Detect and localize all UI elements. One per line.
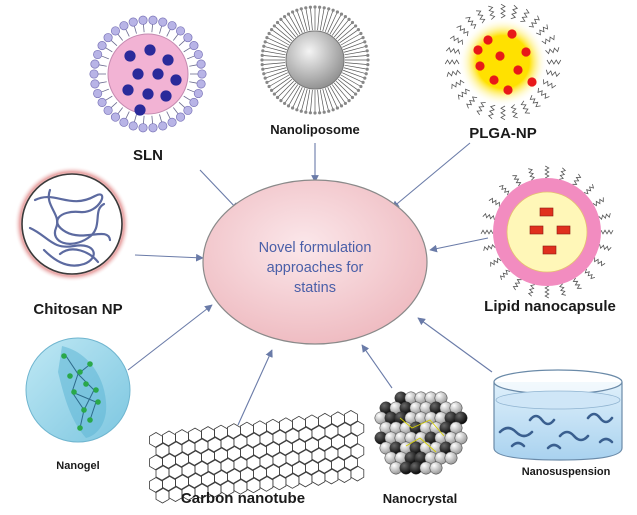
center-text-line-1: Novel formulation bbox=[259, 240, 372, 256]
label-nanosuspension: Nanosuspension bbox=[522, 466, 611, 478]
arrow-lipid-nanocapsule bbox=[429, 237, 489, 253]
plga-core bbox=[459, 18, 547, 106]
center-text-line-2: approaches for bbox=[267, 260, 364, 276]
sln-drug-dots bbox=[122, 44, 182, 116]
sln-illustration bbox=[89, 15, 207, 133]
nanogel-wedge bbox=[58, 346, 107, 438]
label-nanocrystal: Nanocrystal bbox=[383, 491, 457, 506]
sln-shell bbox=[89, 15, 207, 133]
lipid-nanocapsule-illustration bbox=[480, 165, 614, 299]
label-chitosan: Chitosan NP bbox=[33, 301, 122, 318]
lipid-nanocapsule-drugs bbox=[529, 207, 571, 255]
nanocrystal-cluster bbox=[374, 391, 468, 475]
nanoliposome-illustration bbox=[260, 5, 370, 115]
plga-illustration bbox=[444, 3, 562, 121]
chitosan-shell bbox=[21, 173, 123, 275]
label-lipid-nanocapsule: Lipid nanocapsule bbox=[484, 298, 616, 315]
nanogel-illustration bbox=[25, 337, 131, 443]
label-nanogel: Nanogel bbox=[56, 460, 99, 472]
label-sln: SLN bbox=[133, 147, 163, 164]
nanocrystal-illustration bbox=[374, 391, 468, 475]
label-carbon-nanotube: Carbon nanotube bbox=[181, 490, 305, 507]
plga-drug-dots bbox=[473, 29, 537, 95]
nanoliposome-tails bbox=[260, 5, 370, 115]
nanosuspension-particles bbox=[498, 412, 614, 450]
arrow-carbon-nanotube bbox=[237, 349, 273, 426]
arrows bbox=[127, 142, 493, 426]
arrow-sln bbox=[199, 169, 239, 211]
center-ellipse bbox=[202, 179, 428, 345]
lipid-nanocapsule-core bbox=[506, 191, 588, 273]
carbon-nanotube-mesh bbox=[149, 410, 365, 504]
nanosuspension-surface bbox=[495, 390, 621, 410]
arrow-nanogel bbox=[127, 304, 213, 371]
carbon-nanotube-illustration bbox=[149, 410, 365, 504]
chitosan-illustration bbox=[14, 166, 130, 282]
arrow-chitosan bbox=[134, 253, 204, 262]
arrow-nanosuspension bbox=[417, 317, 493, 373]
chitosan-chains bbox=[28, 188, 112, 267]
lipid-nanocapsule-tails bbox=[480, 165, 614, 299]
nanosuspension-rim bbox=[493, 369, 623, 395]
label-nanoliposome: Nanoliposome bbox=[270, 122, 360, 137]
nanoliposome-core bbox=[285, 30, 345, 90]
center-node: Novel formulation approaches for statins bbox=[202, 179, 428, 345]
nanosuspension-illustration bbox=[493, 369, 623, 461]
plga-tails bbox=[444, 3, 562, 121]
label-plga: PLGA-NP bbox=[469, 125, 537, 142]
center-text-line-3: statins bbox=[294, 280, 336, 296]
arrow-plga bbox=[391, 142, 471, 209]
nanogel-dots bbox=[61, 353, 101, 431]
arrow-nanocrystal bbox=[361, 344, 393, 389]
